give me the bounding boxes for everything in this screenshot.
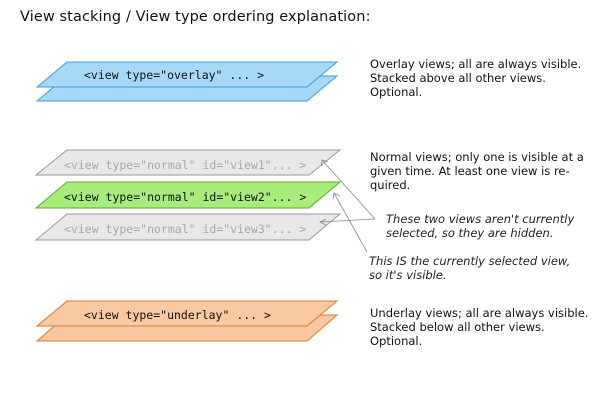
underlay-layer-front <box>35 300 339 327</box>
view2-label: <view type="normal" id="view2"... > <box>64 190 306 204</box>
view3-plane <box>34 213 342 241</box>
underlay-layer-group: <view type="underlay" ... > <box>35 300 339 342</box>
view1-label: <view type="normal" id="view1"... > <box>64 158 306 172</box>
overlay-layer-label: <view type="overlay" ... > <box>84 68 264 82</box>
overlay-layer-group: <view type="overlay" ... > <box>35 61 339 102</box>
hidden-callout-line-view3 <box>319 218 376 223</box>
underlay-layer-label: <view type="underlay" ... > <box>84 308 271 322</box>
hidden-callout-arrowhead-view1 <box>320 159 329 167</box>
overlay-description: Overlay views; all are always visible. S… <box>370 57 582 99</box>
view1-plane <box>34 149 342 176</box>
selected-view-note: This IS the currently selected view, so … <box>369 254 571 282</box>
normal-view1-layer: <view type="normal" id="view1"... > <box>34 149 342 176</box>
overlay-layer-front <box>35 61 339 88</box>
normal-view2-layer: <view type="normal" id="view2"... > <box>34 181 342 209</box>
view3-label: <view type="normal" id="view3"... > <box>64 222 306 236</box>
hidden-views-note: These two views aren't currently selecte… <box>386 212 575 240</box>
hidden-callout-line-view1 <box>321 159 376 220</box>
selected-callout-arrowhead <box>332 192 341 200</box>
page-title: View stacking / View type ordering expla… <box>20 9 371 25</box>
callout-lines <box>319 159 376 253</box>
normal-view3-layer: <view type="normal" id="view3"... > <box>34 213 342 241</box>
underlay-description: Underlay views; all are always visible. … <box>370 306 589 348</box>
view2-plane <box>34 181 342 209</box>
normal-description: Normal views; only one is visible at a g… <box>370 150 584 192</box>
hidden-callout-arrowhead-view3 <box>319 218 327 226</box>
selected-callout-line <box>333 192 368 253</box>
